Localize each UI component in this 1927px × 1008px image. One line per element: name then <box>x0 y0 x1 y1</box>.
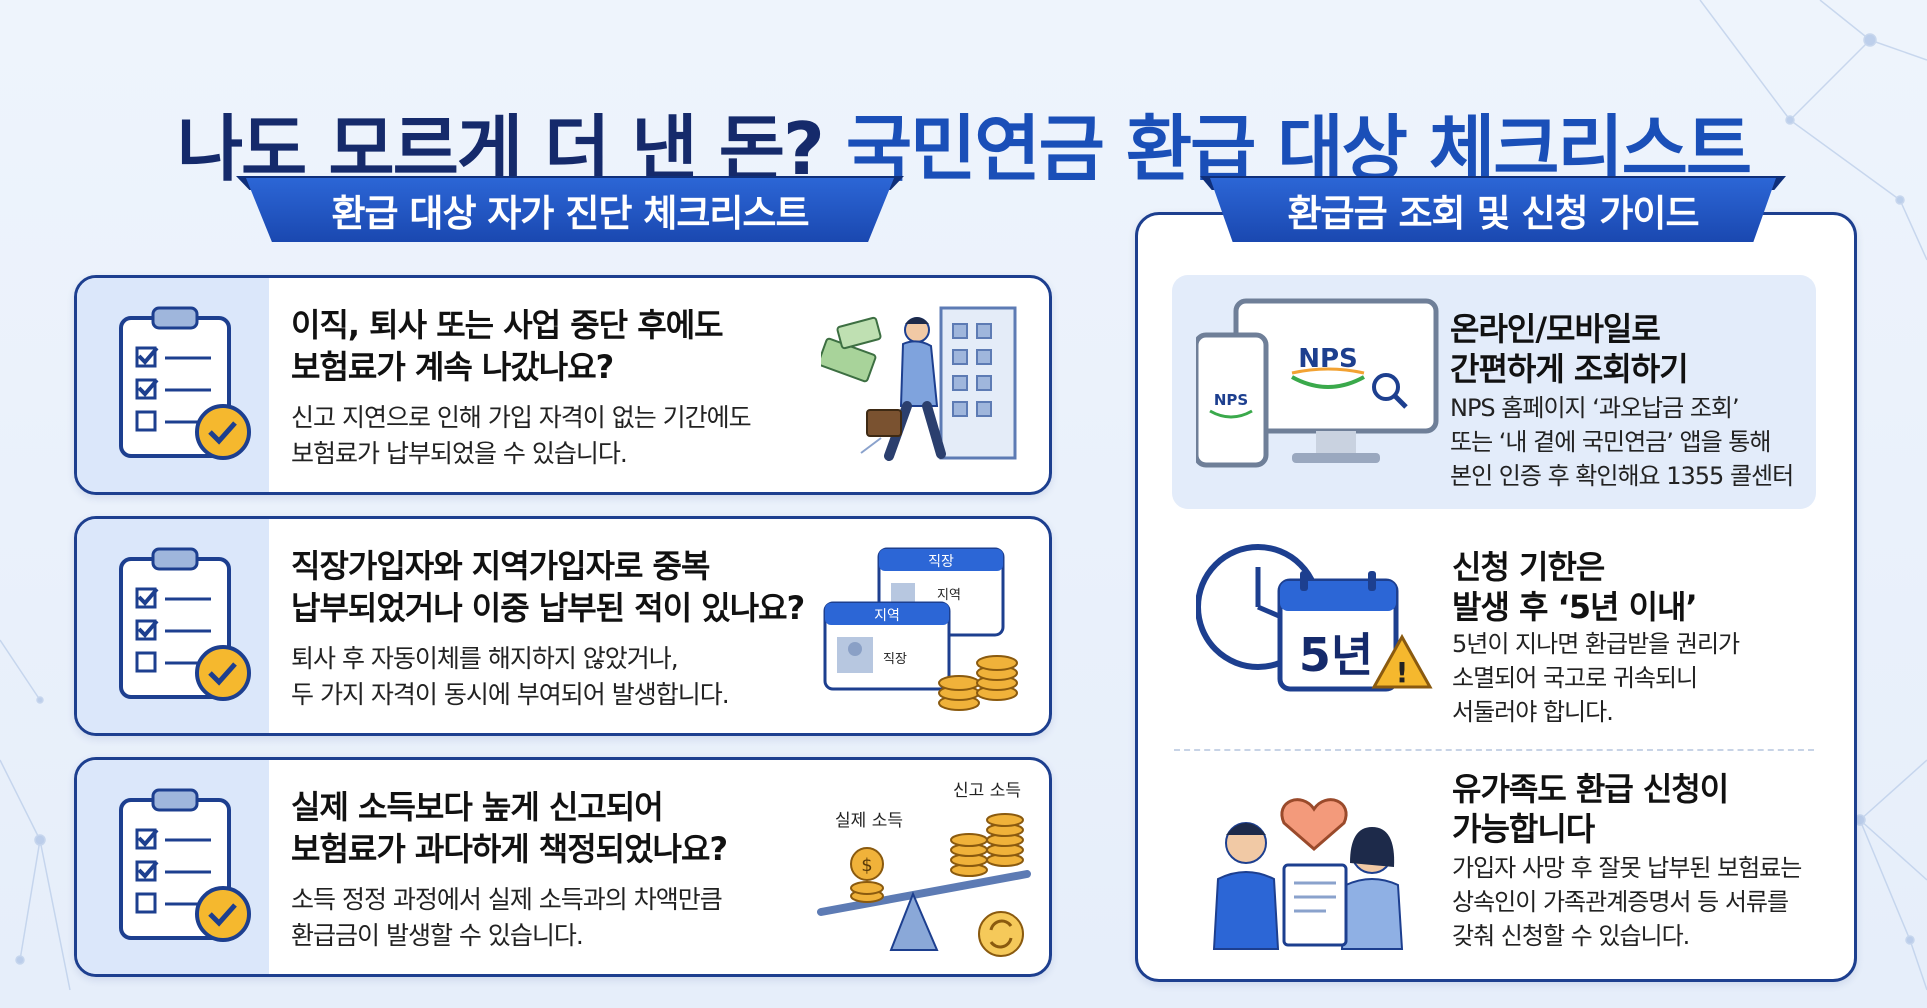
guide-item-online-lookup: NPS NPS 온라인/모바일로 간편하게 조회하기 NPS 홈페이지 ‘과오납… <box>1172 275 1816 509</box>
right-section-heading-text: 환급금 조회 및 신청 가이드 <box>1287 192 1700 235</box>
refresh-icon <box>989 919 1013 949</box>
guide-item-1-title-line-1: 온라인/모바일로 <box>1450 310 1661 348</box>
card-3-description: 소득 정정 과정에서 실제 소득과의 차액만큼 환급금이 발생할 수 있습니다. <box>291 882 851 954</box>
guide-item-deadline: 5년 ! 신청 기한은 발생 후 ‘5년 이내’ 5년이 지나면 환급받을 권리… <box>1174 527 1814 751</box>
guide-item-3-title: 유가족도 환급 신청이 가능합니다 <box>1452 769 1729 849</box>
back-card-tab-text: 직장 <box>928 554 954 570</box>
person-leaving-building-illustration <box>821 306 1017 461</box>
dollar-icon: $ <box>861 855 872 876</box>
section-divider <box>1174 749 1814 751</box>
guide-item-1-desc-line-1: NPS 홈페이지 ‘과오납금 조회’ <box>1450 394 1740 422</box>
guide-item-2-description: 5년이 지나면 환급받을 권리가 소멸되어 국고로 귀속되니 서둘러야 합니다. <box>1452 627 1740 729</box>
checklist-card-1: 이직, 퇴사 또는 사업 중단 후에도 보험료가 계속 나갔나요? 신고 지연으… <box>74 275 1052 495</box>
guide-item-bereaved-family: 유가족도 환급 신청이 가능합니다 가입자 사망 후 잘못 납부된 보험료는 상… <box>1174 763 1814 963</box>
card-1-title: 이직, 퇴사 또는 사업 중단 후에도 보험료가 계속 나갔나요? <box>291 304 911 388</box>
document-icon <box>1282 863 1348 947</box>
card-2-description: 퇴사 후 자동이체를 해지하지 않았거나, 두 가지 자격이 동시에 부여되어 … <box>291 641 851 713</box>
heart-icon <box>1280 798 1348 851</box>
guide-item-3-desc-line-2: 상속인이 가족관계증명서 등 서류를 <box>1452 888 1789 916</box>
guide-item-1-title: 온라인/모바일로 간편하게 조회하기 <box>1450 309 1689 389</box>
search-icon <box>1372 373 1400 401</box>
guide-item-3-title-line-1: 유가족도 환급 신청이 <box>1452 770 1729 808</box>
guide-item-2-title-line-1: 신청 기한은 <box>1452 548 1605 586</box>
clock-calendar-illustration: 5년 ! <box>1196 544 1433 692</box>
income-balance-scale-illustration: 실제 소득 신고 소득 $ <box>817 781 1031 957</box>
guide-item-2-desc-line-1: 5년이 지나면 환급받을 권리가 <box>1452 630 1740 658</box>
guide-item-2-title-line-2: 발생 후 ‘5년 이내’ <box>1452 588 1698 626</box>
front-card-tab-text: 지역 <box>874 608 900 624</box>
card-1-title-line-2: 보험료가 계속 나갔나요? <box>291 348 614 386</box>
card-2-title-line-1: 직장가입자와 지역가입자로 중복 <box>291 547 710 585</box>
card-2-title: 직장가입자와 지역가입자로 중복 납부되었거나 이중 납부된 적이 있나요? <box>291 545 911 629</box>
guide-item-2-desc-line-3: 서둘러야 합니다. <box>1452 698 1614 726</box>
guide-panel: NPS NPS 온라인/모바일로 간편하게 조회하기 NPS 홈페이지 ‘과오납… <box>1135 212 1857 982</box>
guide-item-1-desc-line-3: 본인 인증 후 확인해요 1355 콜센터 <box>1450 462 1794 490</box>
card-3-title-line-1: 실제 소득보다 높게 신고되어 <box>291 788 664 826</box>
back-card-label-text: 지역 <box>937 588 961 603</box>
card-3-title: 실제 소득보다 높게 신고되어 보험료가 과다하게 책정되었나요? <box>291 786 911 870</box>
clipboard-check-icon <box>119 547 251 701</box>
card-3-title-line-2: 보험료가 과다하게 책정되었나요? <box>291 830 728 868</box>
reported-income-label: 신고 소득 <box>953 781 1021 801</box>
card-1-title-line-1: 이직, 퇴사 또는 사업 중단 후에도 <box>291 306 724 344</box>
guide-item-3-desc-line-3: 갖춰 신청할 수 있습니다. <box>1452 922 1690 950</box>
front-card-label-text: 직장 <box>883 652 907 667</box>
card-1-desc-line-1: 신고 지연으로 인해 가입 자격이 없는 기간에도 <box>291 403 752 432</box>
card-1-desc-line-2: 보험료가 납부되었을 수 있습니다. <box>291 439 628 468</box>
guide-item-3-title-line-2: 가능합니다 <box>1452 810 1595 848</box>
right-section-heading: 환급금 조회 및 신청 가이드 <box>1210 178 1776 242</box>
nps-devices-illustration: NPS NPS <box>1196 298 1439 468</box>
guide-item-2-desc-line-2: 소멸되어 국고로 귀속되니 <box>1452 664 1698 692</box>
left-section-heading-text: 환급 대상 자가 진단 체크리스트 <box>331 192 809 235</box>
card-2-desc-line-1: 퇴사 후 자동이체를 해지하지 않았거나, <box>291 644 679 673</box>
guide-item-1-title-line-2: 간편하게 조회하기 <box>1450 350 1689 388</box>
warning-icon <box>1371 633 1433 689</box>
clipboard-check-icon <box>119 306 251 460</box>
actual-income-label: 실제 소득 <box>835 811 903 831</box>
card-3-desc-line-1: 소득 정정 과정에서 실제 소득과의 차액만큼 <box>291 885 723 914</box>
phone-nps-logo: NPS <box>1214 391 1248 409</box>
card-2-title-line-2: 납부되었거나 이중 납부된 적이 있나요? <box>291 589 805 627</box>
card-1-description: 신고 지연으로 인해 가입 자격이 없는 기간에도 보험료가 납부되었을 수 있… <box>291 400 851 472</box>
calendar-five-years-text: 5년 <box>1299 628 1373 682</box>
guide-item-2-title: 신청 기한은 발생 후 ‘5년 이내’ <box>1452 547 1698 627</box>
svg-text:!: ! <box>1396 656 1409 689</box>
card-2-desc-line-2: 두 가지 자격이 동시에 부여되어 발생합니다. <box>291 680 730 709</box>
guide-item-1-desc-line-2: 또는 ‘내 곁에 국민연금’ 앱을 통해 <box>1450 428 1771 456</box>
checklist-card-2: 직장가입자와 지역가입자로 중복 납부되었거나 이중 납부된 적이 있나요? 퇴… <box>74 516 1052 736</box>
guide-item-3-description: 가입자 사망 후 잘못 납부된 보험료는 상속인이 가족관계증명서 등 서류를 … <box>1452 851 1802 953</box>
card-3-desc-line-2: 환급금이 발생할 수 있습니다. <box>291 921 584 950</box>
guide-item-1-description: NPS 홈페이지 ‘과오납금 조회’ 또는 ‘내 곁에 국민연금’ 앱을 통해 … <box>1450 391 1794 493</box>
family-refund-illustration <box>1212 798 1404 950</box>
checklist-card-3: 실제 소득보다 높게 신고되어 보험료가 과다하게 책정되었나요? 소득 정정 … <box>74 757 1052 977</box>
left-section-heading: 환급 대상 자가 진단 체크리스트 <box>246 178 894 242</box>
clipboard-check-icon <box>119 788 251 942</box>
duplicate-membership-cards-illustration: 직장 지역 지역 직장 <box>823 547 1018 711</box>
guide-item-3-desc-line-1: 가입자 사망 후 잘못 납부된 보험료는 <box>1452 854 1802 882</box>
